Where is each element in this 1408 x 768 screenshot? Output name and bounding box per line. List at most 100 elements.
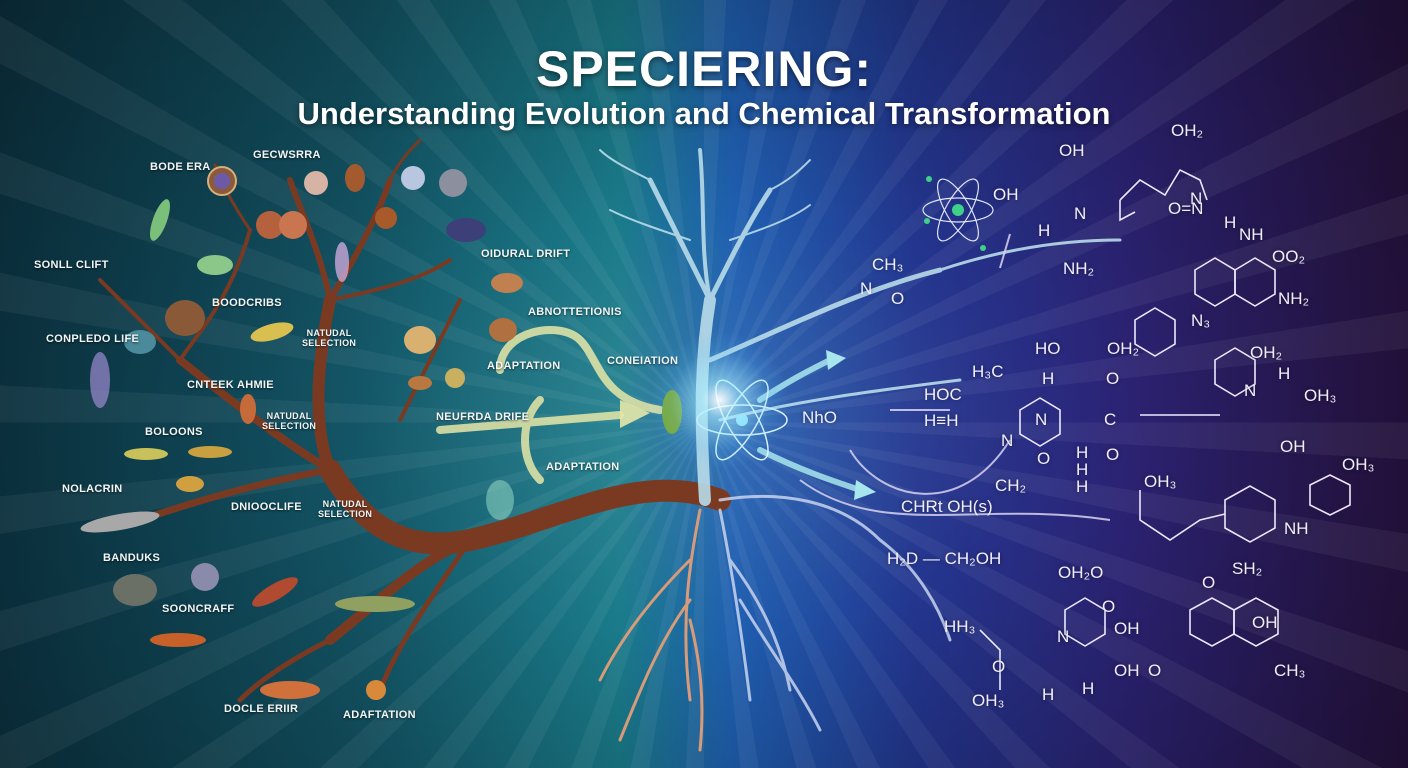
chemical-formula: NH₂ <box>1278 289 1310 308</box>
label-line: NATUDAL <box>266 411 312 421</box>
chemical-formula: N <box>1035 410 1048 429</box>
chemical-formula: H <box>1042 685 1055 704</box>
chemical-formula: OO₂ <box>1272 247 1306 266</box>
chemical-formula: OH₂ <box>1107 339 1140 358</box>
chemical-formula: O <box>1106 445 1120 464</box>
label-line: SELECTION <box>318 509 373 519</box>
chemical-formula: CH₃ <box>872 255 904 274</box>
chemical-formula: SH₂ <box>1232 559 1263 578</box>
chemical-formula: H <box>1076 477 1089 496</box>
chemical-formula: OH₂ <box>1171 121 1204 140</box>
chemical-formula: O <box>992 657 1006 676</box>
evolution-label: DOCLE ERIIR <box>224 703 299 715</box>
pale-roots-icon <box>718 494 952 732</box>
chemical-formula: N <box>1190 189 1203 208</box>
chemical-formula: H <box>1076 443 1089 462</box>
chemical-formula: NH <box>1284 519 1309 538</box>
page-title: SPECIERING: <box>535 41 873 97</box>
page-subtitle: Understanding Evolution and Chemical Tra… <box>297 96 1111 131</box>
chemical-formula: O <box>1102 597 1116 616</box>
chemical-formula: NhO <box>802 408 837 427</box>
evolution-label: BOODCRIBS <box>212 297 282 309</box>
arrow-head-icon <box>620 400 650 428</box>
chemical-formula: O <box>891 289 905 308</box>
chemical-formula: N₃ <box>1191 311 1211 330</box>
chemical-formula: CH₂ <box>995 476 1027 495</box>
evolution-label: BANDUKS <box>103 552 161 564</box>
chemical-formula: OH₂ <box>1250 343 1283 362</box>
chemical-formula: OH <box>993 185 1019 204</box>
chemical-formula: H₂D — CH₂OH <box>887 549 1002 568</box>
chemical-formula: N <box>1057 627 1070 646</box>
chemical-formula: C <box>1104 410 1117 429</box>
evolution-label: ADAPTATION <box>487 360 561 372</box>
evolution-label: SOONCRAFF <box>162 603 235 615</box>
label-line: SELECTION <box>262 421 317 431</box>
label-line: NATUDAL <box>306 328 352 338</box>
chemical-formula: OH₂O <box>1058 563 1104 582</box>
chemical-formula: H <box>1038 221 1051 240</box>
evolution-label: CNTEEK AHMIE <box>187 379 274 391</box>
chemical-formula: N <box>1001 431 1014 450</box>
chemical-formula: HO <box>1035 339 1061 358</box>
chemical-formula: OH <box>1059 141 1085 160</box>
arrow-head-icon <box>826 350 846 370</box>
chemical-formula: OH <box>1114 661 1140 680</box>
evolution-label: NOLACRIN <box>62 483 123 495</box>
chemical-formula: N <box>1244 381 1257 400</box>
chemical-formula: O <box>1202 573 1216 592</box>
arrow-head-icon <box>854 480 876 500</box>
brown-tree-icon <box>98 138 731 703</box>
evolution-label: BODE ERA <box>150 161 211 173</box>
atom-nucleus-icon <box>952 204 964 216</box>
chemical-formula: H <box>1278 364 1291 383</box>
chemical-formula: O <box>1148 661 1162 680</box>
chemical-formula: OH₃ <box>972 691 1005 710</box>
chemical-formula: H <box>1224 213 1237 232</box>
chemical-formula: N <box>860 279 873 298</box>
evolution-label: DNIOOCLIFE <box>231 501 302 513</box>
evolution-label: ABNOTTETIONIS <box>528 306 622 318</box>
evolution-label: ADAFTATION <box>343 709 416 721</box>
chemical-formula: H <box>1076 460 1089 479</box>
chemical-formula: HOC <box>924 385 962 404</box>
chemical-formula: OH₃ <box>1342 455 1375 474</box>
chemical-formula: H₃C <box>972 362 1004 381</box>
chemical-formula: O=N <box>1168 199 1204 218</box>
chemical-formula: O <box>1037 449 1051 468</box>
evolution-label: OIDURAL DRIFT <box>481 248 571 260</box>
chemical-formula: H <box>1082 679 1095 698</box>
chemical-formula: NH₂ <box>1063 259 1095 278</box>
atom-icon <box>922 178 994 242</box>
label-line: NATUDAL <box>322 499 368 509</box>
evolution-label: CONEIATION <box>607 355 679 367</box>
chemical-formula: H <box>1042 369 1055 388</box>
thin-arrows-icon <box>799 233 1220 521</box>
evolution-label: ADAPTATION <box>546 461 620 473</box>
center-glow <box>650 330 790 470</box>
evolution-label: SONLL CLIFT <box>34 259 109 271</box>
chemical-formula: N <box>1074 204 1087 223</box>
chemical-formula: OH₃ <box>1144 472 1177 491</box>
evolution-label: NEUFRDA DRIFE <box>436 411 530 423</box>
chemical-formula: CH₃ <box>1274 661 1306 680</box>
chemical-formula: O <box>1106 369 1120 388</box>
evolution-label: GECWSRRA <box>253 149 321 161</box>
chemical-formula: HH₃ <box>944 617 976 636</box>
chemical-formula: OH <box>1114 619 1140 638</box>
chemical-formula: H≡H <box>924 411 959 430</box>
chemical-formula: OH <box>1252 613 1278 632</box>
chemical-formula: CHRt OH(s) <box>901 497 993 516</box>
adaptation-arrows-icon <box>436 326 664 484</box>
chemical-formula: OH₃ <box>1304 386 1337 405</box>
evolution-label: CONPLEDO LIFE <box>46 333 140 345</box>
chemical-formula: NH <box>1239 225 1264 244</box>
molecule-rings-icon <box>979 168 1351 690</box>
tree-roots-icon <box>598 508 704 752</box>
chemical-formula: OH <box>1280 437 1306 456</box>
label-line: SELECTION <box>302 338 357 348</box>
